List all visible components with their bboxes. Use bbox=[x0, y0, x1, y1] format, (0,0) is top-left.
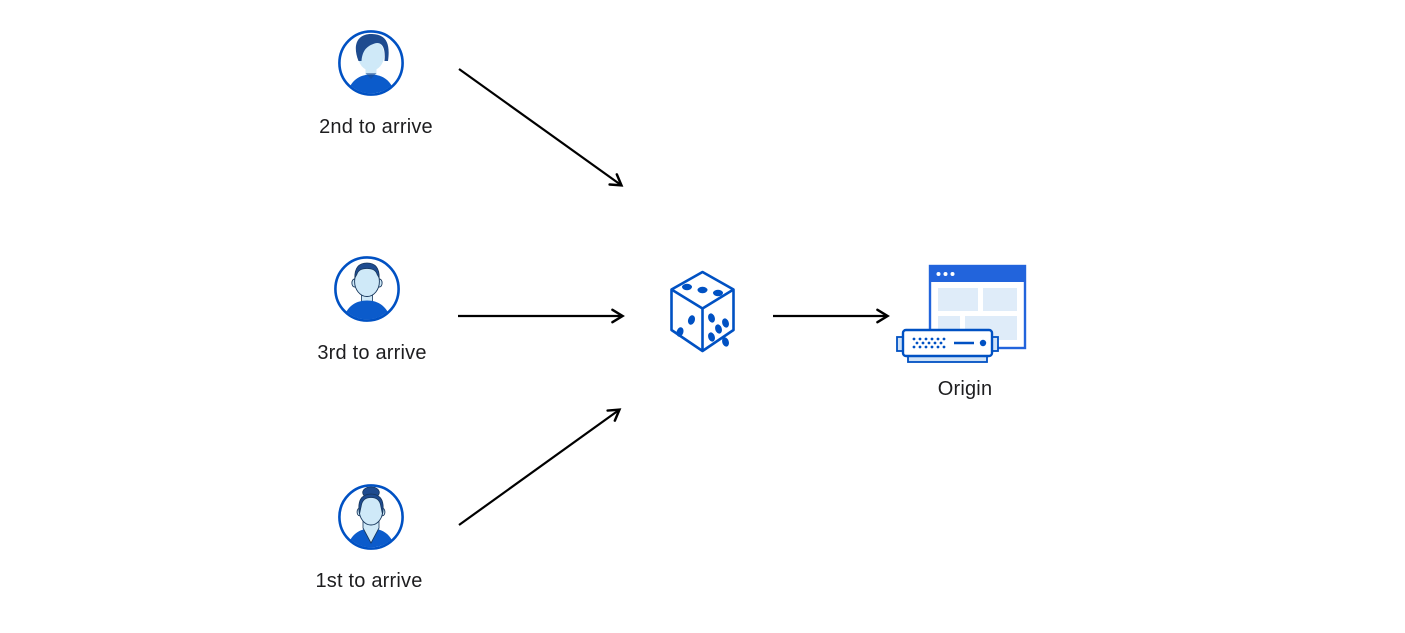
node-origin bbox=[893, 260, 1028, 370]
node-random-selector bbox=[669, 270, 736, 358]
origin-label: Origin bbox=[937, 378, 993, 400]
avatar-male-short-hair bbox=[342, 262, 392, 320]
arrow-user1st-to-dice bbox=[458, 408, 622, 526]
user-3rd-label: 3rd to arrive bbox=[317, 342, 427, 364]
dice-right-face-dots bbox=[708, 313, 729, 347]
user-2nd-label: 2nd to arrive bbox=[319, 116, 433, 138]
origin-server-icon bbox=[896, 264, 1027, 363]
server-icon bbox=[896, 328, 999, 363]
user-avatar-icon bbox=[334, 256, 400, 322]
arrow-user2nd-to-dice bbox=[458, 68, 624, 187]
node-user-3rd bbox=[334, 256, 400, 327]
avatar-female-bun-hair bbox=[346, 486, 396, 548]
dice-left-face-dots bbox=[676, 315, 696, 337]
node-user-2nd bbox=[338, 30, 404, 101]
avatar-male-swept-hair bbox=[346, 33, 396, 94]
user-avatar-icon bbox=[338, 30, 404, 96]
dice-icon bbox=[670, 270, 735, 353]
node-user-1st bbox=[338, 484, 404, 555]
user-1st-label: 1st to arrive bbox=[315, 570, 423, 592]
user-avatar-icon bbox=[338, 484, 404, 550]
server-vent-dots bbox=[912, 337, 946, 349]
dice-top-face-dots bbox=[682, 283, 723, 297]
